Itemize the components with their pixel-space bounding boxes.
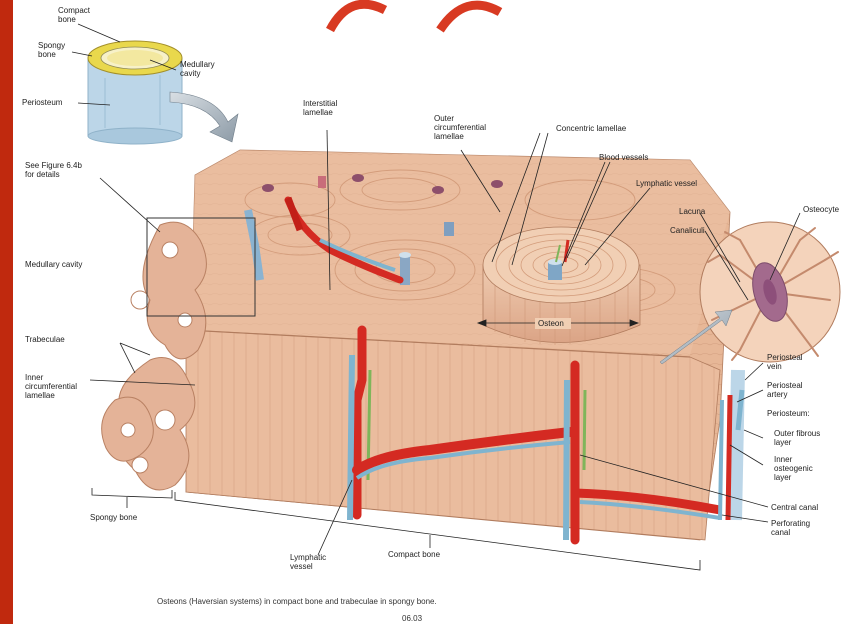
bone-block: [186, 150, 730, 540]
label-periosteum-right: Periosteum:: [767, 409, 810, 418]
label-blood-vessels: Blood vessels: [599, 153, 648, 162]
label-spongy-bone-bottom: Spongy bone: [90, 513, 138, 522]
label-trabeculae: Trabeculae: [25, 335, 65, 344]
label-compact-bone-bottom: Compact bone: [388, 550, 441, 559]
figure-number: 06.03: [402, 614, 423, 623]
label-osteocyte: Osteocyte: [803, 205, 840, 214]
label-periosteum-top: Periosteum: [22, 98, 63, 107]
label-osteon: Osteon: [538, 319, 564, 328]
label-lacuna: Lacuna: [679, 207, 706, 216]
label-concentric-lamellae: Concentric lamellae: [556, 124, 627, 133]
label-canaliculi: Canaliculi: [670, 226, 705, 235]
osteocyte-magnified: [700, 222, 840, 362]
label-medullary-cavity-left: Medullary cavity: [25, 260, 82, 269]
figure-caption: Osteons (Haversian systems) in compact b…: [157, 597, 437, 606]
label-lymphatic-vessel-right: Lymphatic vessel: [636, 179, 697, 188]
slide-decoration: [330, 4, 385, 30]
long-bone-inset: [88, 41, 182, 144]
label-central-canal: Central canal: [771, 503, 818, 512]
